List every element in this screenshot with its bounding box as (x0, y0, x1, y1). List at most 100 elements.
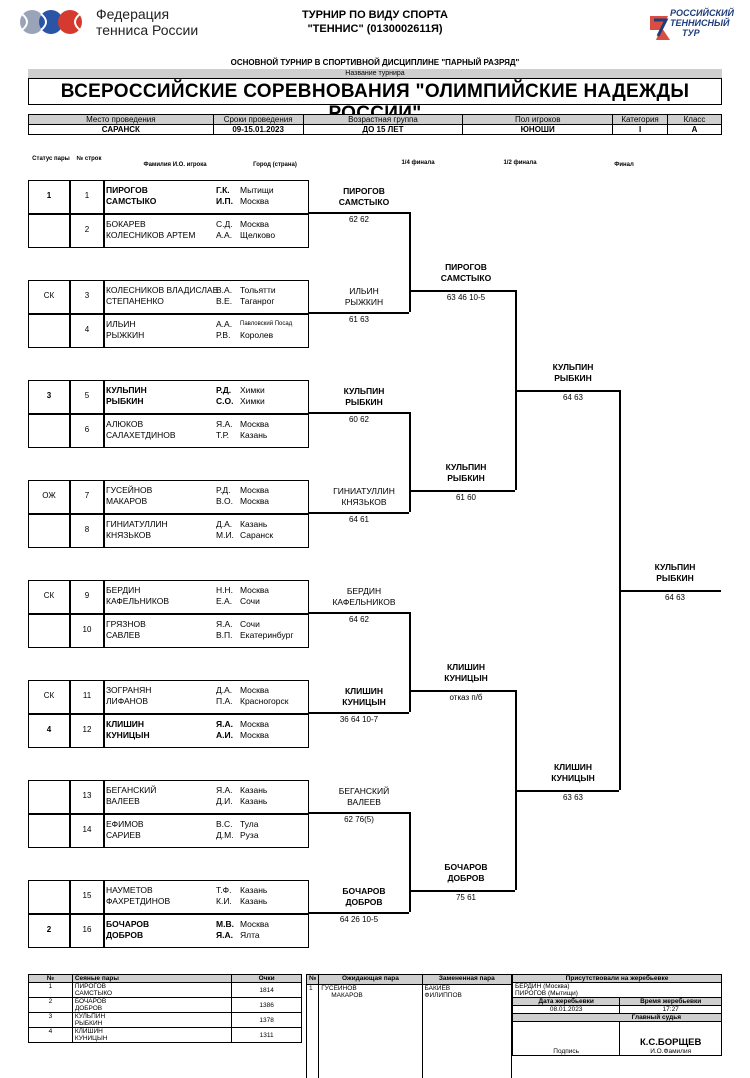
player-initials: Я.А. (216, 719, 233, 729)
row-number: 14 (82, 825, 92, 834)
status-cell (28, 414, 70, 448)
player-surname: ДОБРОВ (106, 930, 144, 940)
player-city: Москва (240, 219, 270, 229)
bracket-line (309, 412, 409, 414)
player-city: Москва (240, 419, 270, 429)
final-winner-1: КУЛЬПИН (654, 562, 696, 572)
seeded-col-num: № (28, 974, 73, 983)
status-cell (28, 880, 70, 914)
r1-score: 64 62 (348, 615, 370, 624)
r1-score: 61 63 (348, 315, 370, 324)
player-city: Павловский Посад (240, 321, 293, 327)
num-cell (70, 414, 104, 448)
info-label: Возрастная группа (302, 114, 464, 125)
bracket-line (309, 512, 409, 514)
present-person: ПИРОГОВ (Мытищи) (512, 990, 722, 998)
status-cell (28, 314, 70, 348)
bracket-line (309, 712, 409, 714)
status-cell (28, 780, 70, 814)
player-cell (104, 880, 309, 914)
player-initials: И.П. (216, 196, 233, 206)
bracket-line (411, 690, 515, 692)
row-number: 10 (82, 625, 92, 634)
num-cell (70, 780, 104, 814)
col-player: Фамилия И.О. игрока (143, 162, 207, 168)
col-sf: 1/2 финала (503, 160, 537, 166)
r1-winner-1: ПИРОГОВ (343, 186, 385, 196)
info-label: Пол игроков (462, 114, 614, 125)
seeded-points: 1311 (231, 1027, 302, 1043)
r1-winner-2: РЫЖКИН (344, 297, 384, 307)
player-cell (104, 714, 309, 748)
col-final: Финал (614, 162, 634, 168)
seeded-num: 1 (28, 982, 73, 998)
player-city: Химки (240, 385, 265, 395)
tournament-name-label: Название турнира (28, 69, 722, 79)
player-surname: МАКАРОВ (106, 496, 148, 506)
player-cell (104, 214, 309, 248)
player-city: Тольятти (240, 285, 276, 295)
player-surname: РЫБКИН (106, 396, 144, 406)
player-city: Казань (240, 896, 268, 906)
r1-winner-2: КУНИЦЫН (342, 697, 386, 707)
num-cell (70, 314, 104, 348)
player-city: Москва (240, 730, 270, 740)
num-cell (70, 680, 104, 714)
player-surname: КУНИЦЫН (106, 730, 150, 740)
player-surname: САМСТЫКО (106, 196, 157, 206)
present-person: БЕРДИН (Москва) (512, 982, 722, 990)
player-surname: АЛЮКОВ (106, 419, 144, 429)
player-city: Саранск (240, 530, 274, 540)
r1-score: 62 76(5) (344, 815, 374, 824)
row-number: 5 (84, 391, 90, 400)
status-cell (28, 680, 70, 714)
player-initials: Д.А. (216, 685, 233, 695)
player-surname: БЕГАНСКИЙ (106, 785, 157, 795)
player-cell (104, 380, 309, 414)
player-city: Таганрог (240, 296, 275, 306)
pair-status: ОЖ (42, 491, 56, 500)
player-initials: К.И. (216, 896, 232, 906)
player-cell (104, 580, 309, 614)
status-cell (28, 380, 70, 414)
r1-winner-1: ИЛЬИН (349, 286, 379, 296)
rtt-name: РОССИЙСКИЙ ТЕННИСНЫЙ ТУР (670, 8, 734, 38)
federation-name: Федерация тенниса России (96, 6, 199, 38)
player-cell (104, 180, 309, 214)
bracket-line (409, 412, 411, 512)
seeded-num: 2 (28, 997, 73, 1013)
player-surname: САВЛЕВ (106, 630, 141, 640)
seeded-col-pairs: Сеяные пары (71, 974, 233, 983)
seeded-points: 1378 (231, 1012, 302, 1028)
row-number: 15 (82, 891, 92, 900)
player-surname: ГИНИАТУЛЛИН (106, 519, 168, 529)
player-city: Щелково (240, 230, 276, 240)
player-initials: М.В. (216, 919, 234, 929)
r1-winner-1: БОЧАРОВ (342, 886, 386, 896)
status-cell (28, 180, 70, 214)
player-city: Руза (240, 830, 259, 840)
status-cell (28, 214, 70, 248)
player-surname: БОКАРЕВ (106, 219, 146, 229)
r1-winner-1: КУЛЬПИН (343, 386, 385, 396)
player-city: Москва (240, 719, 270, 729)
player-initials: Д.М. (216, 830, 234, 840)
player-initials: П.А. (216, 696, 233, 706)
row-number: 12 (82, 725, 92, 734)
sf-score: 63 63 (562, 793, 584, 802)
num-cell (70, 380, 104, 414)
r1-score: 62 62 (348, 215, 370, 224)
player-city: Королев (240, 330, 274, 340)
player-cell (104, 314, 309, 348)
player-surname: КАФЕЛЬНИКОВ (106, 596, 170, 606)
r1-winner-2: ВАЛЕЕВ (347, 797, 381, 807)
player-initials: В.О. (216, 496, 234, 506)
player-city: Екатеринбург (240, 630, 294, 640)
player-surname: ФАХРЕТДИНОВ (106, 896, 171, 906)
draw-info-table: Присутствовали на жеребьевке БЕРДИН (Мос… (511, 974, 722, 1056)
player-cell (104, 514, 309, 548)
pair-status: СК (43, 691, 55, 700)
